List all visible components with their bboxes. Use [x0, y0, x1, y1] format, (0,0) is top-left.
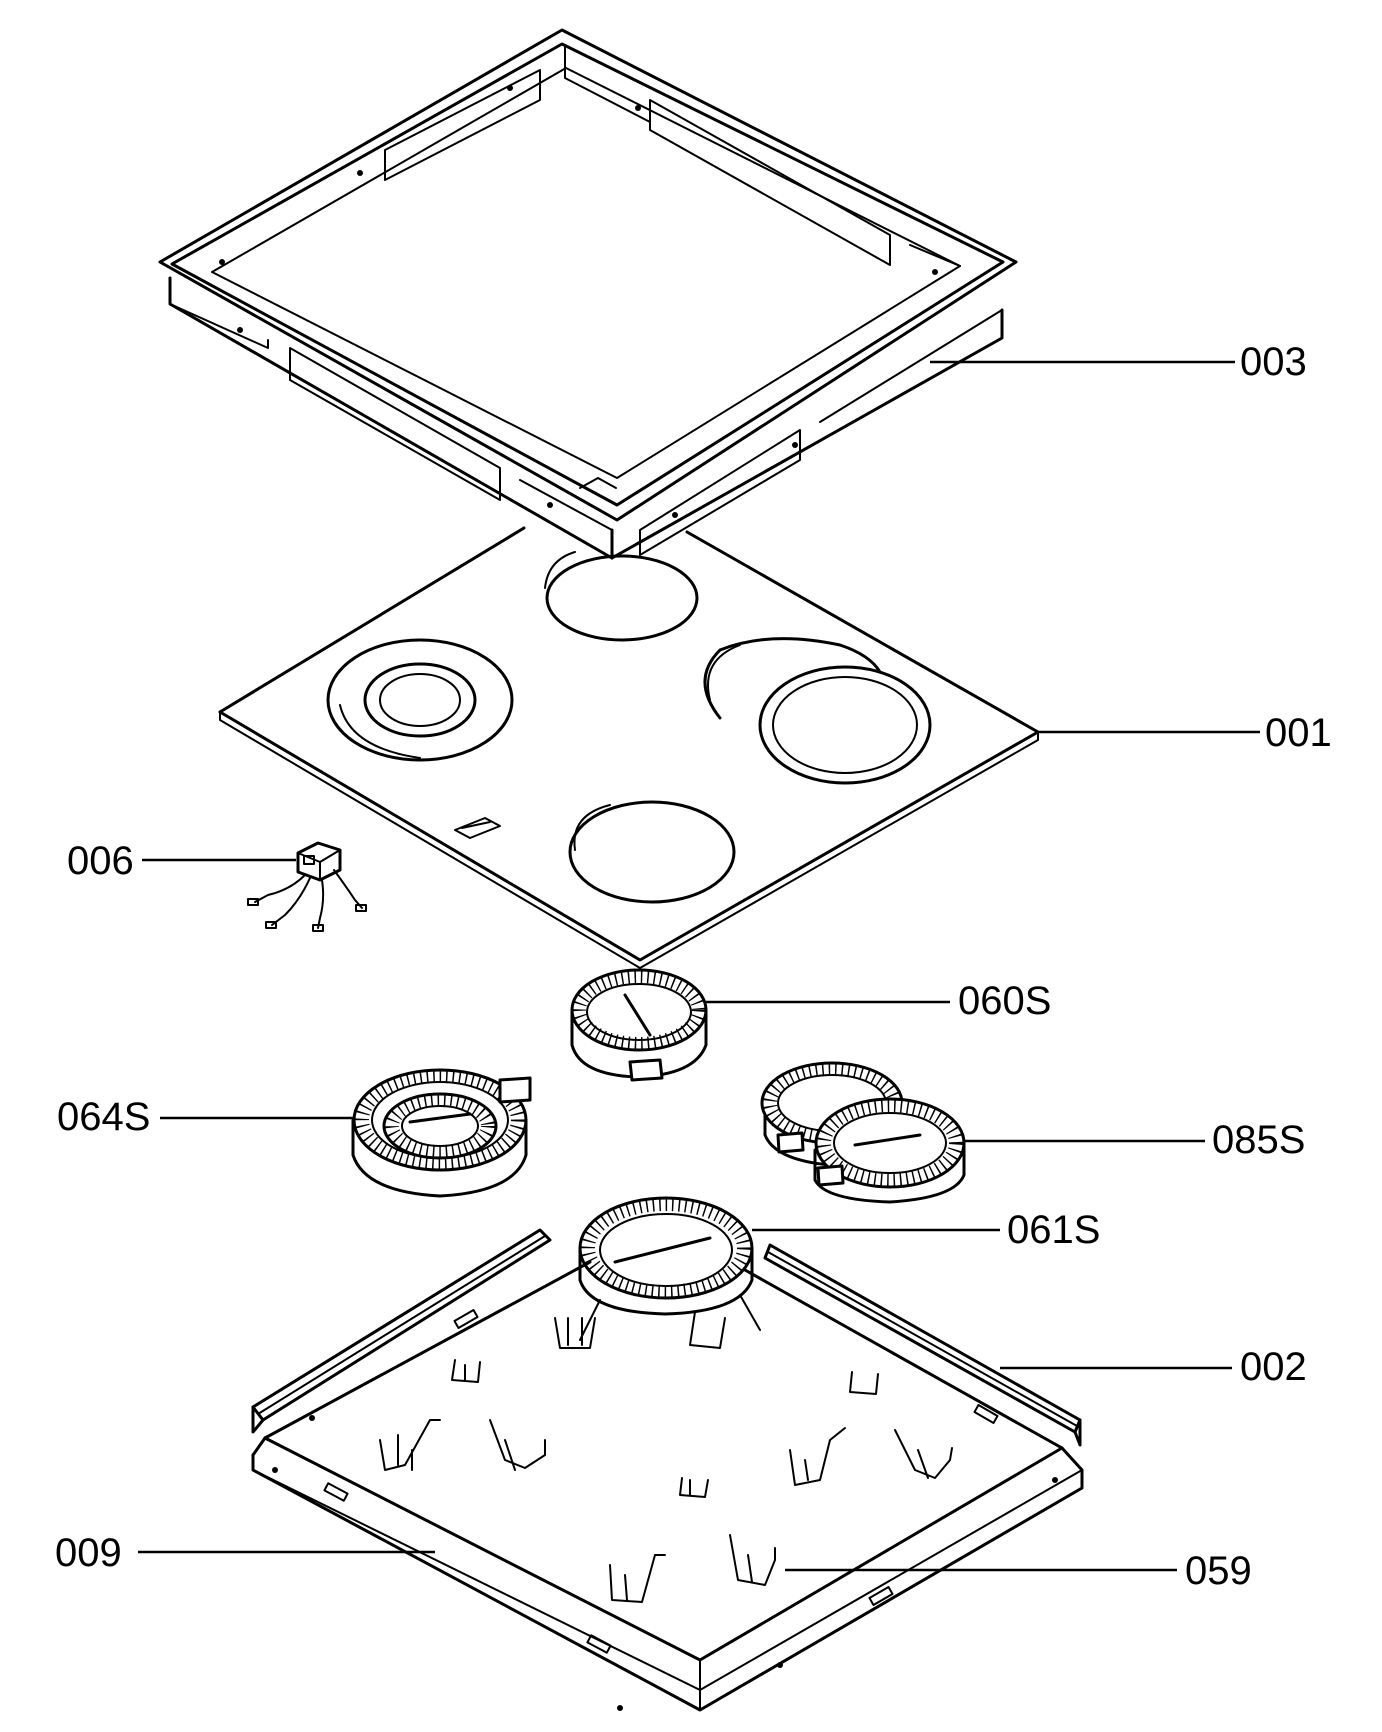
zone-marking-rear [544, 551, 699, 642]
label-006: 006 [67, 839, 134, 883]
label-064S: 064S [57, 1095, 150, 1139]
label-009: 009 [55, 1531, 122, 1575]
part-labels: 003 001 006 060S 064S 085S 061S 002 009 … [55, 340, 1332, 1593]
label-085S: 085S [1212, 1118, 1305, 1162]
leader-lines [138, 360, 1260, 1572]
zone-marking-oval [703, 637, 932, 785]
label-059: 059 [1185, 1549, 1252, 1593]
glass-badge [454, 817, 501, 839]
heating-element-060S [570, 968, 708, 1082]
label-060S: 060S [958, 979, 1051, 1023]
zone-marking-left [326, 638, 514, 762]
label-003: 003 [1240, 340, 1307, 384]
label-061S: 061S [1007, 1208, 1100, 1252]
connector-part [247, 841, 367, 932]
frame-part [158, 28, 1018, 560]
heating-element-061S [578, 1196, 761, 1341]
label-002: 002 [1240, 1345, 1307, 1389]
glass-top-part [218, 526, 1040, 969]
heating-element-064S [351, 1068, 532, 1198]
base-tray-part [251, 1228, 1084, 1712]
support-bracket-group [379, 1311, 953, 1603]
label-001: 001 [1265, 711, 1332, 755]
heating-element-085S [760, 1061, 966, 1204]
zone-marking-front [568, 800, 736, 904]
